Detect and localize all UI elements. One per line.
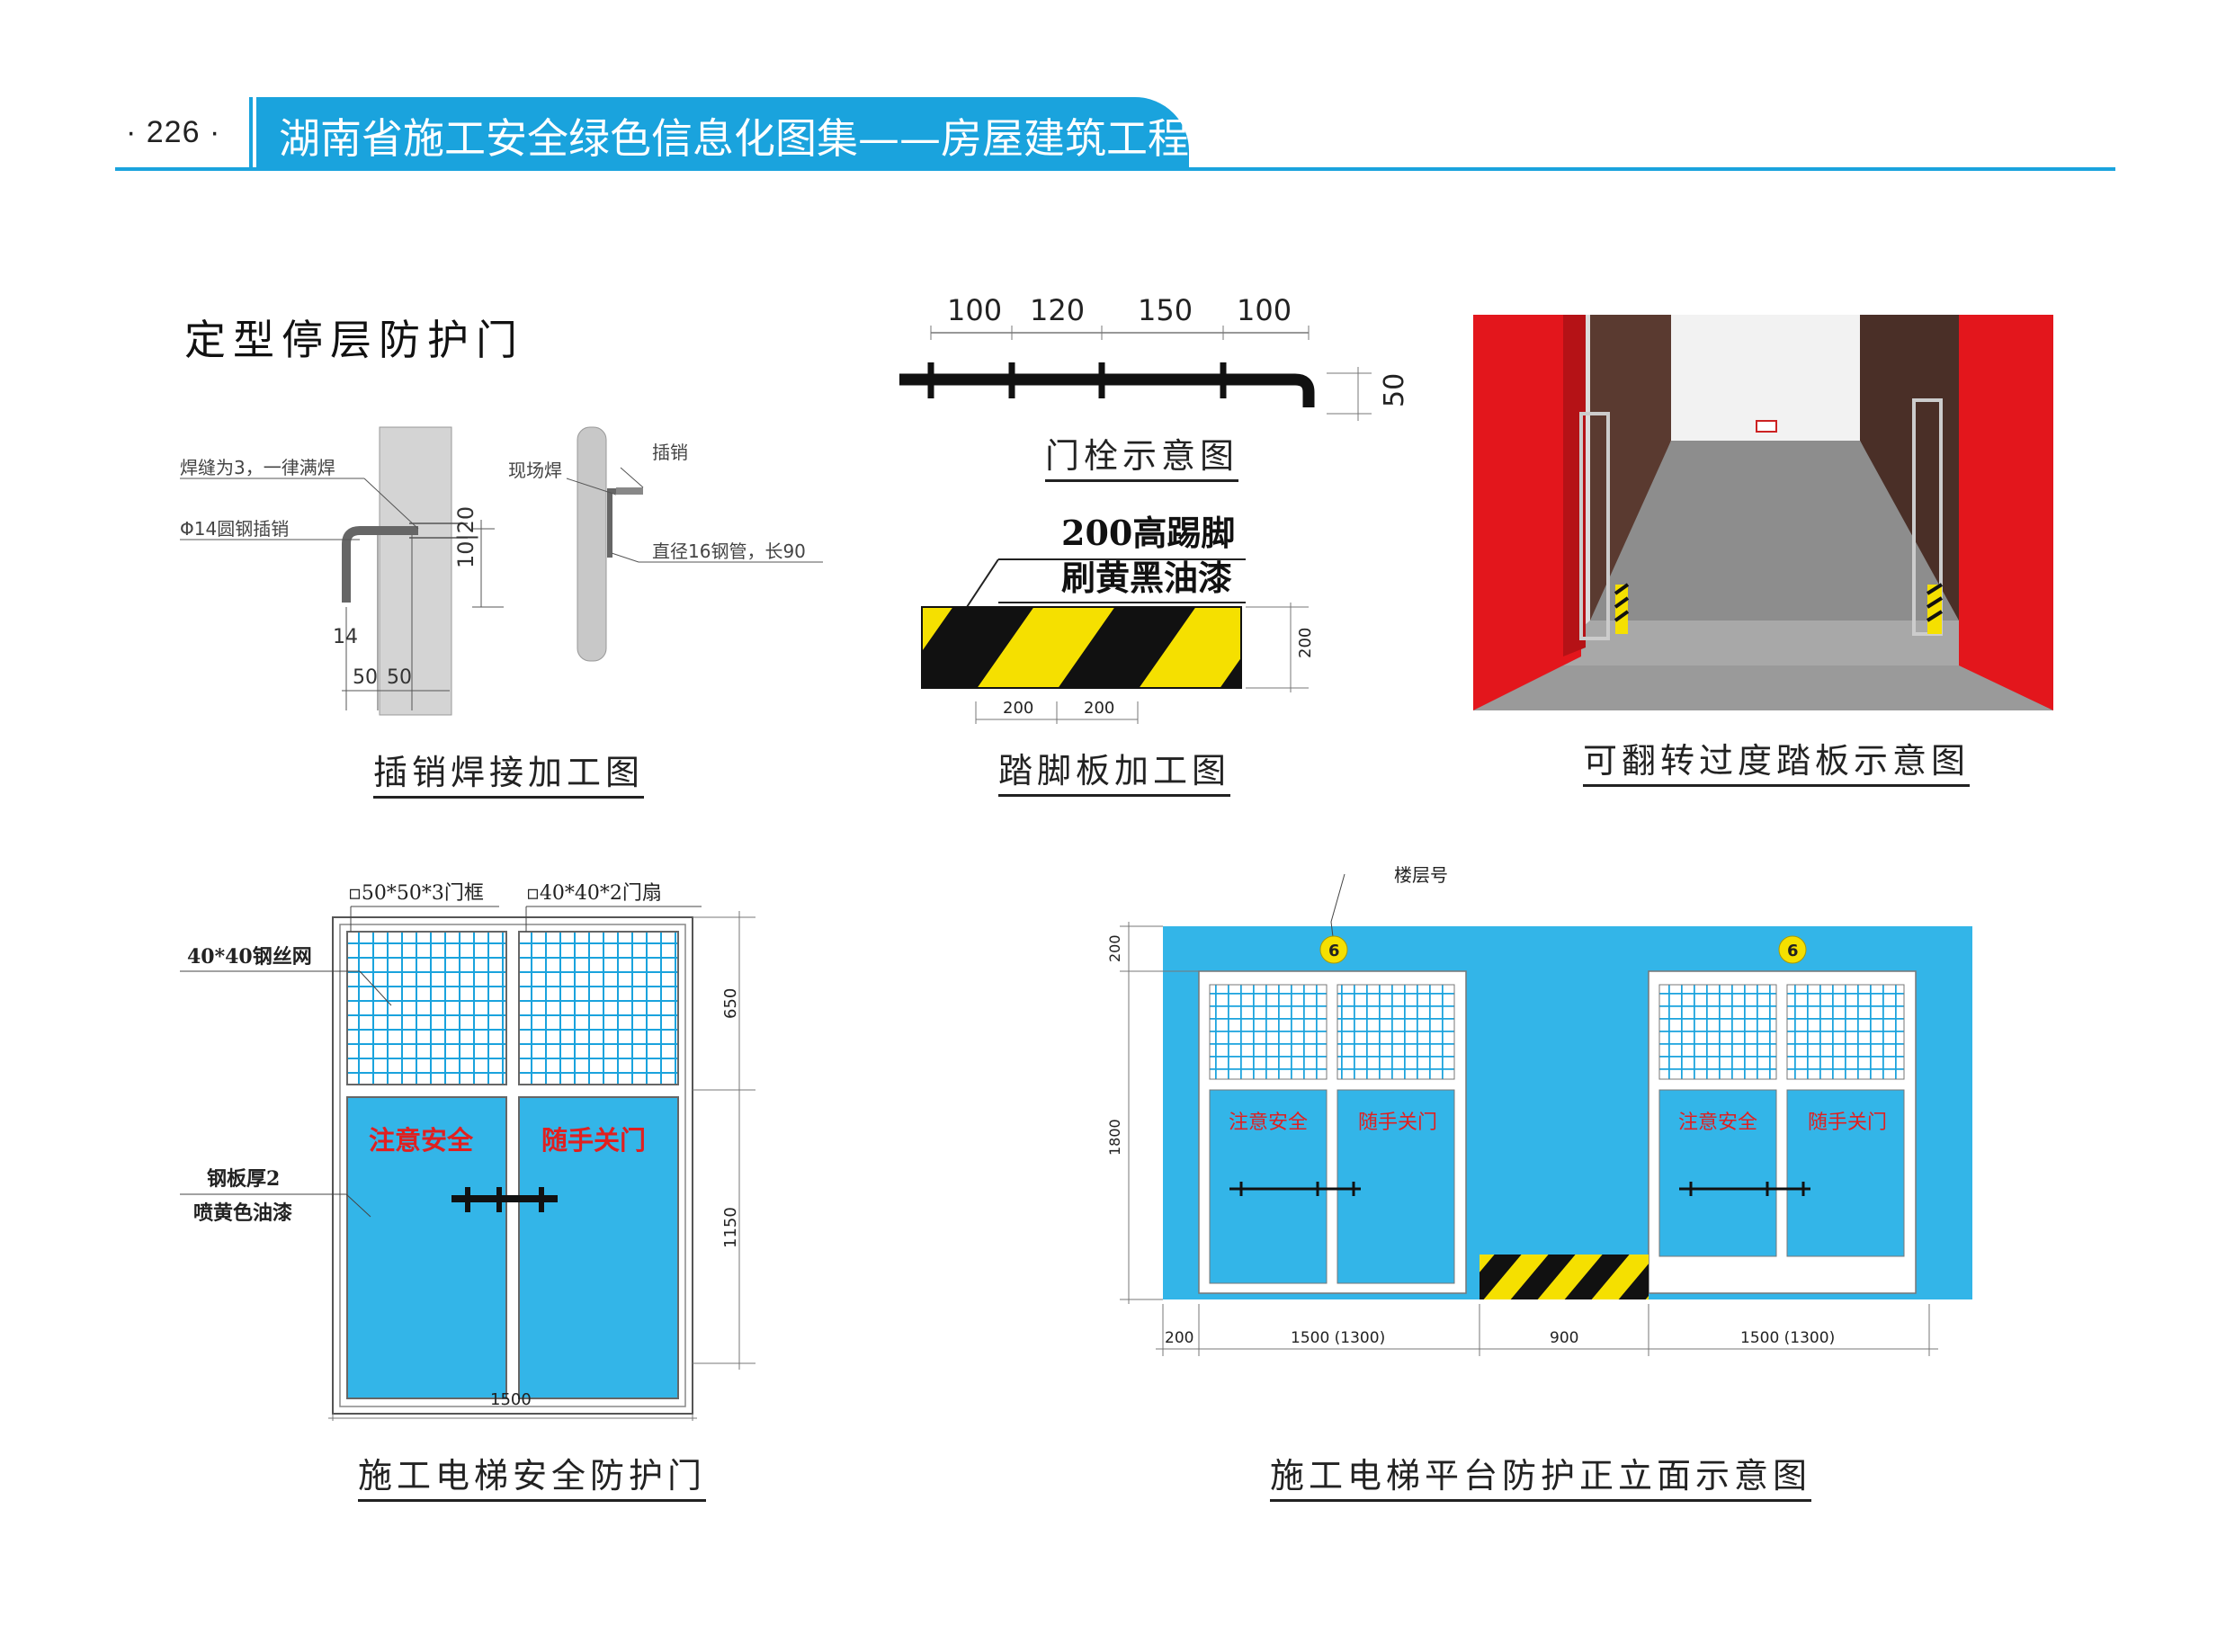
label-plate: 钢板厚2 <box>207 1167 280 1191</box>
hazard-post-left <box>1614 583 1630 634</box>
elevation-dim-height: 1800 <box>1106 1119 1123 1156</box>
mesh-panel-right <box>518 931 679 1085</box>
mesh-panel-left <box>346 931 507 1085</box>
book-title: 湖南省施工安全绿色信息化图集——房屋建筑工程 <box>279 114 1189 163</box>
caption-bolt-diagram: 门栓示意图 <box>1045 428 1239 482</box>
hazard-post-right <box>1926 583 1944 634</box>
bolt-dim-4: 100 <box>1237 293 1292 327</box>
label-rod: Φ14圆钢插销 <box>180 518 289 540</box>
weld-detail-drawing: 焊缝为3，一律满焊 Φ14圆钢插销 10|20 14 50 50 现场焊 插销 … <box>180 426 823 716</box>
plate-panel-left <box>346 1096 507 1399</box>
caption-flip-board: 可翻转过度踏板示意图 <box>1583 733 1971 787</box>
elevation-dim-door-left: 1500 (1300) <box>1291 1329 1385 1347</box>
elevation-right-text-right: 随手关门 <box>1808 1112 1887 1134</box>
elevation-dim-door-right: 1500 (1300) <box>1740 1329 1835 1347</box>
dim-50a: 50 <box>353 666 378 689</box>
door-text-left: 注意安全 <box>369 1125 474 1156</box>
dim-14: 14 <box>333 626 358 648</box>
door-text-right: 随手关门 <box>541 1125 646 1156</box>
label-paint: 喷黄色油漆 <box>193 1201 292 1225</box>
label-site-weld: 现场焊 <box>508 460 562 481</box>
dim-50b: 50 <box>387 666 412 689</box>
kickboard-note-line1: 200高踢脚 <box>1061 513 1236 553</box>
floor-number-right: 6 <box>1787 942 1799 960</box>
steel-tube <box>577 426 607 662</box>
label-floor: 楼层号 <box>1394 864 1448 886</box>
floor-number-badge-right <box>1778 935 1807 964</box>
caption-kickboard: 踏脚板加工图 <box>998 743 1231 797</box>
door-bolt <box>451 1187 558 1212</box>
label-pipe: 直径16钢管，长90 <box>652 540 806 562</box>
elevation-left-text-left: 注意安全 <box>1229 1112 1308 1134</box>
kickboard-dim-2: 200 <box>1084 699 1114 718</box>
label-weld: 焊缝为3，一律满焊 <box>180 457 335 478</box>
caption-weld-detail: 插销焊接加工图 <box>373 745 645 799</box>
label-mesh: 40*40钢丝网 <box>187 945 312 969</box>
dim-lower: 1150 <box>721 1207 740 1248</box>
floor-number-badge-left <box>1319 935 1348 964</box>
section-title: 定型停层防护门 <box>184 316 524 364</box>
header-tab <box>256 97 1189 171</box>
floor-number-left: 6 <box>1328 942 1340 960</box>
dim-1020: 10|20 <box>453 506 478 568</box>
caption-elevation: 施工电梯平台防护正立面示意图 <box>1270 1448 1812 1502</box>
bolt-diagram: 100 120 150 100 50 <box>899 293 1410 421</box>
kickboard-note: 200高踢脚 刷黄黑油漆 <box>1061 511 1235 601</box>
elevation-door-right <box>1648 970 1917 1294</box>
header-tab-edge <box>249 97 253 171</box>
bolt-dim-3: 150 <box>1138 293 1193 327</box>
bolt-dim-2: 120 <box>1030 293 1085 327</box>
kickboard-dim-1: 200 <box>1003 699 1033 718</box>
header-rule <box>115 167 2115 171</box>
elevation-left-text-right: 随手关门 <box>1358 1112 1437 1134</box>
elevation-dim-gap: 900 <box>1550 1329 1578 1347</box>
bolt-dim-1: 100 <box>947 293 1002 327</box>
elevation-door-left <box>1198 970 1467 1294</box>
elevation-dim-200: 200 <box>1165 1329 1193 1347</box>
safety-door-drawing: 注意安全 随手关门 ▫50*50*3门框 ▫40*40*2门扇 40*40钢丝网… <box>180 882 755 1421</box>
dim-upper: 650 <box>721 988 740 1019</box>
kickboard-dim-height: 200 <box>1296 628 1315 658</box>
elevation-right-text-left: 注意安全 <box>1678 1112 1757 1134</box>
bolt-bar <box>899 373 1315 407</box>
elevation-kickboard <box>1480 1255 1649 1299</box>
pin-arm <box>342 526 418 545</box>
label-pin: 插销 <box>652 442 688 463</box>
kickboard-drawing: 200 200 200 <box>921 558 1315 724</box>
page-number: · 226 · <box>126 115 221 149</box>
kickboard-note-line2: 刷黄黑油漆 <box>1061 558 1233 598</box>
label-leaf: ▫40*40*2门扇 <box>526 882 662 905</box>
label-frame: ▫50*50*3门框 <box>348 882 484 905</box>
pin-bar <box>616 487 643 495</box>
elevation-dim-top: 200 <box>1106 934 1123 962</box>
kickboard-hazard-strip <box>921 606 1242 689</box>
elevation-drawing: 楼层号 6 6 注意安全 随手关门 注意安全 随手关门 200 1800 <box>1106 864 1972 1356</box>
weld-leader <box>363 478 419 530</box>
dim-width: 1500 <box>490 1390 532 1409</box>
bolt-dim-height: 50 <box>1379 373 1410 407</box>
caption-safety-door: 施工电梯安全防护门 <box>358 1448 707 1502</box>
plate-panel-right <box>518 1096 679 1399</box>
steel-plate <box>379 426 452 716</box>
flip-board-illustration <box>1473 315 2053 710</box>
